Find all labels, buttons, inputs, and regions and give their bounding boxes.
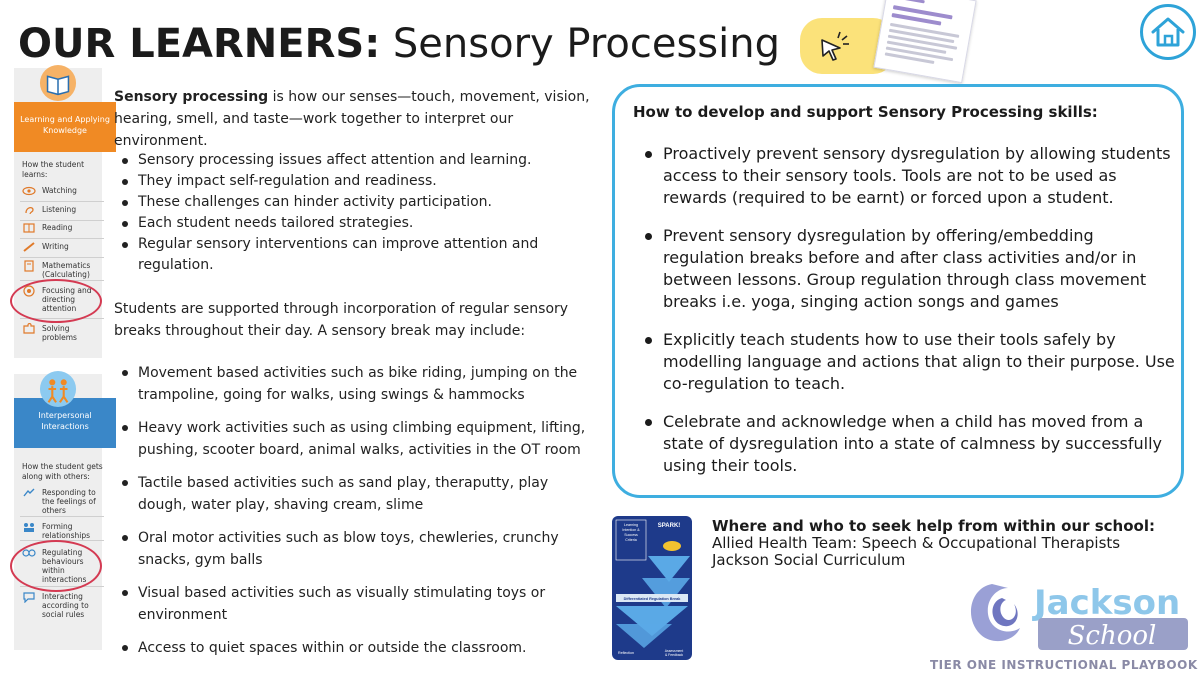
- title-bold: OUR LEARNERS:: [18, 21, 381, 67]
- list-item: These challenges can hinder activity par…: [114, 192, 554, 213]
- sidebar-item-listening: Listening: [20, 203, 104, 221]
- spark-title: SPARK!: [658, 523, 681, 529]
- svg-text:Criteria: Criteria: [625, 538, 637, 542]
- list-item: Oral motor activities such as blow toys,…: [114, 527, 588, 571]
- document-thumbnail-link[interactable]: [800, 0, 1010, 84]
- cursor-click-icon: [821, 31, 849, 61]
- highlight-circle-focusing: [10, 279, 102, 323]
- home-icon: [1151, 17, 1185, 47]
- pencil-icon: [23, 242, 35, 252]
- sensory-break-intro: Students are supported through incorpora…: [114, 301, 569, 339]
- list-item: Proactively prevent sensory dysregulatio…: [643, 143, 1179, 209]
- jackson-school-logo: Jackson School: [970, 583, 1188, 651]
- card-title: How to develop and support Sensory Proce…: [633, 103, 1098, 121]
- highlight-circle-regulating: [10, 540, 102, 592]
- sidebar-interpersonal-header: Interpersonal Interactions: [14, 398, 116, 448]
- sidebar-interpersonal-subheading: How the student gets along with others:: [22, 462, 103, 481]
- list-item: Heavy work activities such as using clim…: [114, 417, 588, 461]
- list-item: Prevent sensory dysregulation by offerin…: [643, 225, 1179, 313]
- footer-text: TIER ONE INSTRUCTIONAL PLAYBOOK: [930, 658, 1198, 672]
- calculator-icon: [24, 260, 34, 272]
- logo-word-jackson: Jackson: [1032, 583, 1180, 623]
- list-item: Visual based activities such as visually…: [114, 582, 588, 626]
- ear-icon: [25, 206, 34, 215]
- sidebar-item-writing: Writing: [20, 240, 104, 258]
- list-item: Access to quiet spaces within or outside…: [114, 637, 588, 659]
- list-item: Sensory processing issues affect attenti…: [114, 150, 554, 171]
- svg-text:Intention &: Intention &: [622, 528, 640, 532]
- sidebar-item-mathematics: Mathematics (Calculating): [20, 259, 104, 281]
- sidebar-learning-subheading: How the student learns:: [22, 160, 85, 179]
- sidebar-item-solving: Solving problems: [20, 322, 104, 344]
- sidebar-item-responding: Responding to the feelings of others: [20, 486, 104, 516]
- sidebar-interpersonal: Interpersonal Interactions How the stude…: [14, 370, 116, 650]
- page-title: OUR LEARNERS: Sensory Processing: [18, 18, 780, 70]
- eye-icon: [22, 186, 36, 196]
- intro-bold: Sensory processing: [114, 89, 269, 105]
- svg-text:Assessment: Assessment: [665, 649, 684, 653]
- sidebar-item-reading: Reading: [20, 221, 104, 239]
- svg-text:Success: Success: [624, 533, 638, 537]
- book-small-icon: [23, 223, 35, 233]
- home-button[interactable]: [1140, 4, 1196, 60]
- list-item: They impact self-regulation and readines…: [114, 171, 554, 192]
- document-thumbnail: [873, 0, 977, 84]
- logo-word-school: School: [1068, 621, 1157, 651]
- intro-paragraph: Sensory processing is how our senses—tou…: [114, 86, 598, 152]
- spark-label: Learning: [624, 523, 638, 527]
- strategies-card: How to develop and support Sensory Proce…: [612, 84, 1184, 498]
- sidebar-interpersonal-heading: Interpersonal Interactions: [38, 411, 92, 431]
- list-item: Explicitly teach students how to use the…: [643, 329, 1179, 395]
- list-item: Celebrate and acknowledge when a child h…: [643, 411, 1179, 477]
- title-light: Sensory Processing: [392, 21, 780, 67]
- list-item: Regular sensory interventions can improv…: [114, 234, 554, 276]
- hands-icon: [23, 488, 35, 497]
- help-section: Where and who to seek help from within o…: [712, 518, 1182, 569]
- puzzle-icon: [23, 323, 35, 334]
- svg-text:& Feedback: & Feedback: [665, 653, 683, 657]
- help-line-1: Allied Health Team: Speech & Occupationa…: [712, 534, 1121, 552]
- impact-list: Sensory processing issues affect attenti…: [114, 150, 554, 276]
- list-item: Each student needs tailored strategies.: [114, 213, 554, 234]
- sidebar-item-interacting: Interacting according to social rules: [20, 590, 104, 620]
- intro-rest: is how our senses—touch, movement, visio…: [114, 89, 590, 149]
- spark-diagram[interactable]: Learning Intention & Success Criteria SP…: [612, 516, 692, 660]
- help-line-2: Jackson Social Curriculum: [712, 551, 906, 569]
- sidebar-learning-header: Learning and Applying Knowledge: [14, 102, 116, 152]
- group-icon: [24, 523, 34, 532]
- sidebar-learning-heading: Learning and Applying Knowledge: [20, 115, 110, 135]
- svg-text:Differentiated Regulation Brea: Differentiated Regulation Break: [624, 597, 682, 601]
- strategies-list: Proactively prevent sensory dysregulatio…: [643, 143, 1179, 493]
- svg-text:Reflection: Reflection: [618, 651, 634, 655]
- help-heading: Where and who to seek help from within o…: [712, 517, 1155, 535]
- sensory-break-list: Movement based activities such as bike r…: [114, 362, 588, 670]
- sidebar-item-forming: Forming relationships: [20, 520, 104, 540]
- people-icon: [39, 370, 77, 408]
- sidebar-item-watching: Watching: [20, 184, 104, 202]
- book-icon: [39, 64, 77, 102]
- list-item: Movement based activities such as bike r…: [114, 362, 588, 406]
- chat-icon: [23, 592, 35, 603]
- list-item: Tactile based activities such as sand pl…: [114, 472, 588, 516]
